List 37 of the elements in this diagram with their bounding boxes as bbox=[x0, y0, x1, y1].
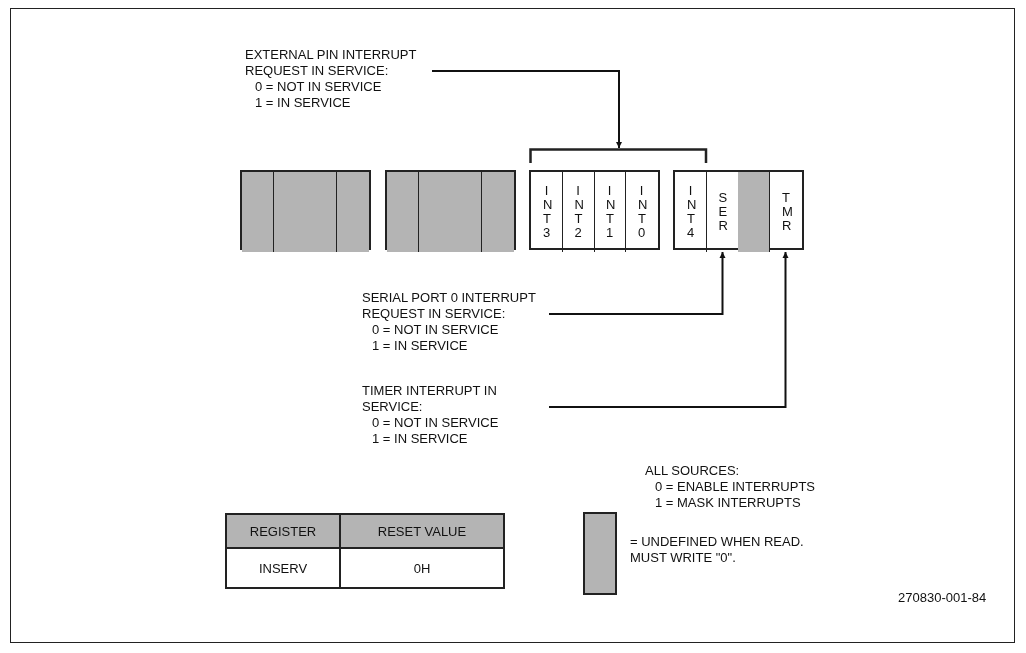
bit-cell: INT1 bbox=[594, 172, 626, 252]
bracket bbox=[529, 148, 709, 164]
callout-heading: TIMER INTERRUPT IN SERVICE: bbox=[362, 383, 498, 415]
callout-heading: EXTERNAL PIN INTERRUPT REQUEST IN SERVICE: bbox=[245, 47, 418, 79]
leader-arrow bbox=[548, 251, 726, 315]
reserved-bit-cell bbox=[387, 172, 419, 252]
reserved-bit-cell bbox=[738, 172, 770, 252]
value-note: 0 = NOT IN SERVICE bbox=[371, 415, 499, 431]
note-text: 1 = MASK INTERRUPTS bbox=[655, 495, 801, 511]
value-note: 0 = NOT IN SERVICE bbox=[254, 79, 382, 95]
bit-cell: INT3 bbox=[531, 172, 563, 252]
callout-heading: SERIAL PORT 0 INTERRUPT REQUEST IN SERVICE: bbox=[362, 290, 537, 322]
leader-arrow bbox=[431, 70, 622, 149]
bit-cell: TMR bbox=[769, 172, 802, 252]
table-header: RESET VALUE bbox=[340, 514, 504, 548]
bit-cell: INT4 bbox=[675, 172, 707, 252]
reserved-bit-cell bbox=[305, 172, 337, 252]
value-note: 1 = IN SERVICE bbox=[371, 431, 468, 447]
reserved-bit-cell bbox=[242, 172, 274, 252]
reserved-bit-cell bbox=[450, 172, 482, 252]
reserved-bit-cell bbox=[418, 172, 451, 252]
reserved-bit-cell bbox=[336, 172, 369, 252]
figure-number: 270830-001-84 bbox=[898, 590, 987, 606]
note-text: ALL SOURCES: bbox=[645, 463, 740, 479]
table-cell: INSERV bbox=[226, 548, 340, 588]
table-cell: 0H bbox=[340, 548, 504, 588]
bit-cell: INT0 bbox=[625, 172, 658, 252]
reserved-bit-cell bbox=[481, 172, 514, 252]
note-text: 0 = ENABLE INTERRUPTS bbox=[655, 479, 816, 495]
legend-text: = UNDEFINED WHEN READ. MUST WRITE "0". bbox=[630, 534, 805, 566]
reserved-bit-cell bbox=[273, 172, 306, 252]
leader-arrow bbox=[548, 251, 789, 408]
value-note: 1 = IN SERVICE bbox=[371, 338, 468, 354]
value-note: 0 = NOT IN SERVICE bbox=[371, 322, 499, 338]
bit-cell: INT2 bbox=[562, 172, 595, 252]
table-header: REGISTER bbox=[226, 514, 340, 548]
value-note: 1 = IN SERVICE bbox=[254, 95, 351, 111]
